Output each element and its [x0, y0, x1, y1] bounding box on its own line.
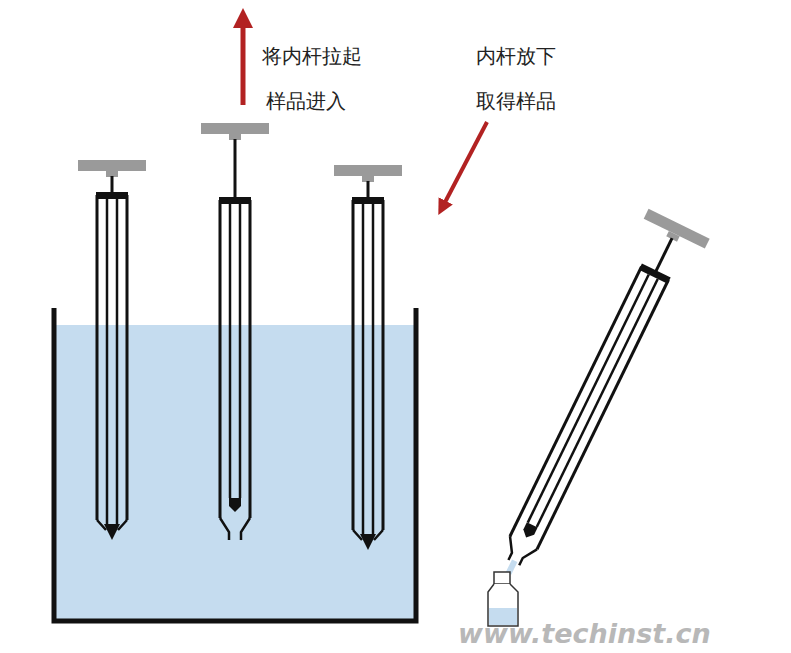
step-note: 内杆放下 — [476, 44, 556, 68]
container — [54, 308, 416, 621]
pull-up-arrow — [241, 18, 246, 105]
step-note: 样品进入 — [266, 89, 346, 113]
watermark: www.techinst.cn — [458, 618, 711, 650]
sampler-tube — [334, 165, 402, 550]
step-note: 取得样品 — [476, 89, 556, 113]
push-down-arrow — [442, 122, 487, 208]
sampler-tube — [201, 123, 269, 540]
sampler-tube — [478, 209, 710, 588]
sampler-tube — [78, 160, 146, 540]
water — [54, 325, 416, 621]
step-note: 将内杆拉起 — [262, 44, 362, 68]
